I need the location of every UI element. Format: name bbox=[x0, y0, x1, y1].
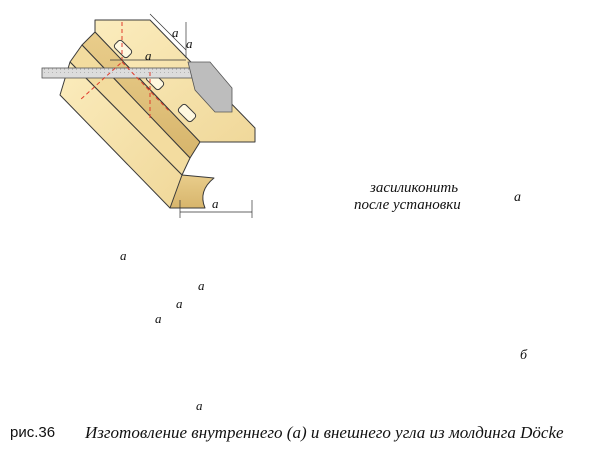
ruler-icon bbox=[41, 61, 233, 113]
dimension-lines-row1 bbox=[110, 13, 253, 218]
dimension-label: a bbox=[212, 196, 219, 211]
dimension-label: a bbox=[176, 296, 183, 311]
dimension-label: a bbox=[198, 278, 205, 293]
molding-piece-inner-step1 bbox=[59, 19, 256, 209]
dimension-label: a bbox=[196, 398, 203, 413]
dimension-label: a bbox=[120, 248, 127, 263]
dimension-label: a bbox=[145, 48, 152, 63]
dimension-label: a bbox=[186, 36, 193, 51]
annotation-line2: после установки bbox=[354, 197, 461, 213]
figure-caption: рис.36 Изготовление внутреннего (а) и вн… bbox=[10, 420, 595, 444]
cut-guide-lines-inner bbox=[79, 22, 171, 120]
figure-number: рис.36 bbox=[10, 424, 56, 441]
figure-title: Изготовление внутреннего (а) и внешнего … bbox=[85, 423, 564, 442]
dimension-label: a bbox=[155, 311, 162, 326]
variant-label-outer: б bbox=[520, 348, 528, 363]
variant-label-inner: а bbox=[514, 190, 521, 205]
annotation-line1: засиликонить bbox=[370, 180, 459, 196]
dimension-label: a bbox=[172, 25, 179, 40]
